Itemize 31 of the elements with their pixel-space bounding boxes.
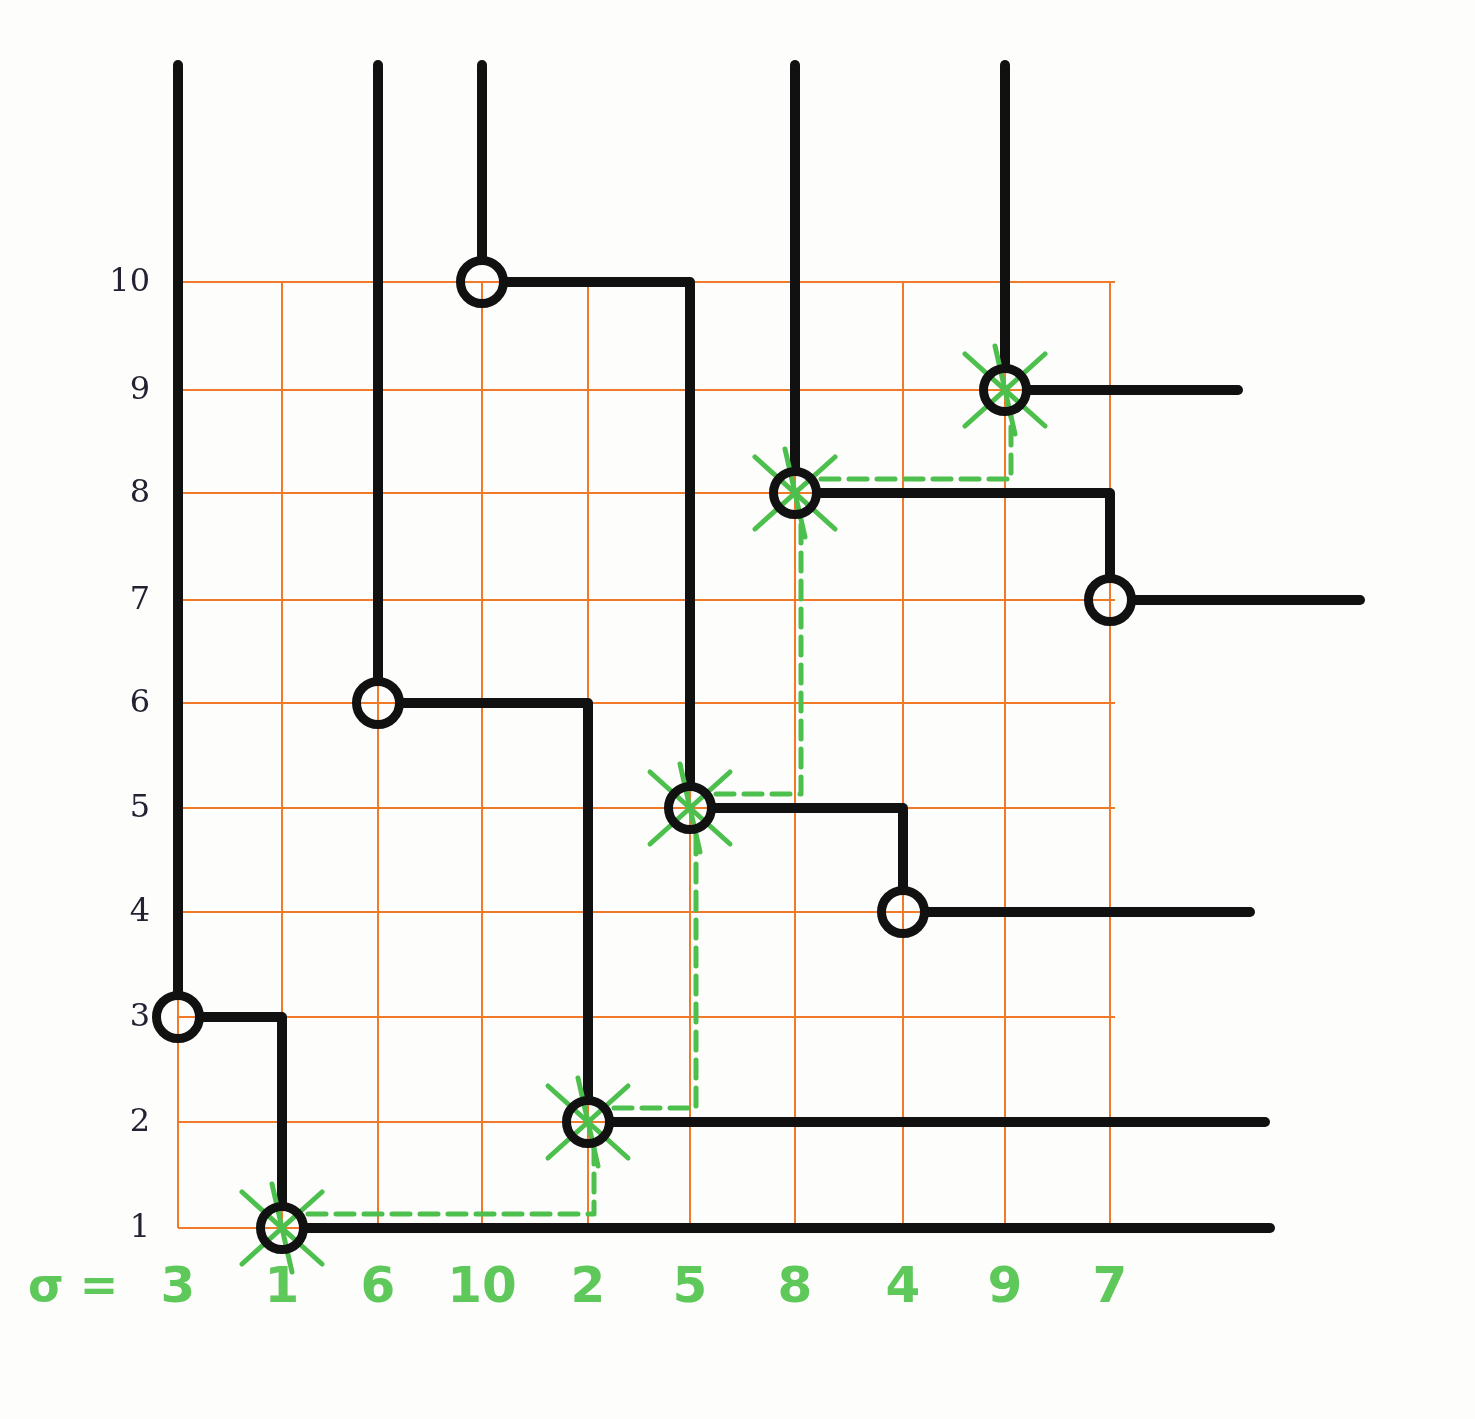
permutation-value: 8 — [776, 1260, 814, 1310]
circle-node — [256, 1202, 308, 1254]
axis-label: 2 — [128, 1104, 150, 1136]
circle-node — [877, 886, 929, 938]
permutation-value: 4 — [884, 1260, 922, 1310]
permutation-value: 6 — [359, 1260, 397, 1310]
axis-label: 5 — [128, 790, 150, 822]
circle-node — [352, 677, 404, 729]
permutation-value: 7 — [1091, 1260, 1129, 1310]
circle-node — [664, 782, 716, 834]
axis-label: 1 — [128, 1210, 150, 1242]
axis-label: 7 — [128, 582, 150, 614]
circle-node — [769, 467, 821, 519]
permutation-value: 1 — [263, 1260, 301, 1310]
circle-node — [152, 991, 204, 1043]
axis-label: 9 — [128, 372, 150, 404]
permutation-value: 9 — [986, 1260, 1024, 1310]
permutation-value: 5 — [671, 1260, 709, 1310]
permutation-value: 3 — [159, 1260, 197, 1310]
permutation-label: σ = — [28, 1262, 119, 1308]
circle-node — [562, 1096, 614, 1148]
permutation-value: 10 — [446, 1260, 518, 1310]
axis-label: 10 — [108, 264, 150, 296]
circle-node — [979, 364, 1031, 416]
axis-label: 3 — [128, 999, 150, 1031]
circle-node — [1084, 574, 1136, 626]
circle-node — [456, 256, 508, 308]
axis-label: 4 — [128, 894, 150, 926]
axis-label: 8 — [128, 475, 150, 507]
permutation-value: 2 — [569, 1260, 607, 1310]
axis-label: 6 — [128, 685, 150, 717]
